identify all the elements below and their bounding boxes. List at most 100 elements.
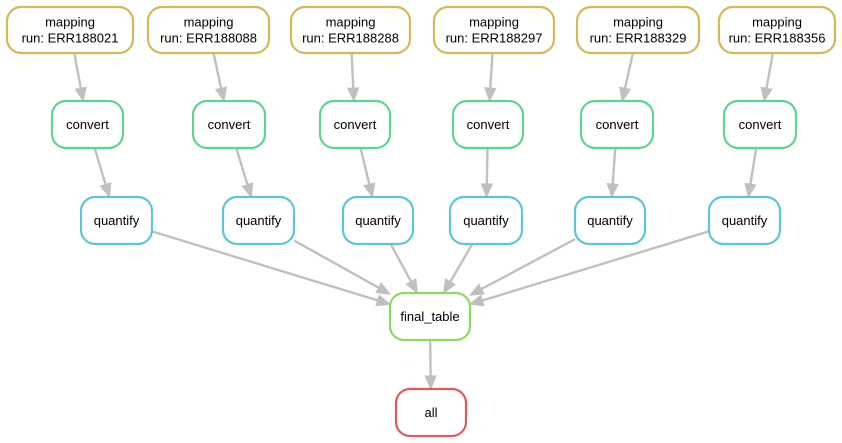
node-label: convert [467,117,510,132]
node-convert[interactable]: convert [50,99,125,150]
arrow-head-icon [606,183,619,199]
node-box [50,99,125,150]
node-quantify[interactable]: quantify [221,195,296,246]
arrow-head-icon [347,87,360,103]
node-box [394,387,468,438]
node-box [79,195,154,246]
node-box [221,195,296,246]
arrow-head-icon [424,375,437,391]
edge-m0-c0 [73,52,87,103]
node-box [448,195,524,246]
edge-line [489,52,494,89]
node-box [579,99,655,150]
node-label: mapping [184,15,234,30]
edge-line [449,243,474,283]
edge-line [480,238,576,291]
node-all[interactable]: all [394,387,468,438]
node-label: convert [66,117,109,132]
edge-q5-ft [468,230,710,307]
edge-q1-ft [293,239,392,295]
edge-c0-q0 [93,147,112,199]
edge-line [485,147,489,185]
node-quantify[interactable]: quantify [448,195,524,246]
node-label: convert [208,117,251,132]
node-quantify[interactable]: quantify [573,195,647,246]
node-box [289,5,412,55]
edge-line [749,147,758,185]
arrow-head-icon [375,282,392,295]
node-label: convert [334,117,377,132]
edge-m2-c2 [347,52,360,103]
arrow-head-icon [363,182,376,199]
arrow-head-icon [214,86,228,103]
edge-q2-ft [389,243,418,295]
node-run-label: run: ERR188288 [302,31,399,46]
node-run-label: run: ERR188021 [22,31,119,46]
node-label: mapping [469,15,519,30]
node-box [388,291,472,342]
arrow-head-icon [744,182,757,199]
node-run-label: run: ERR188297 [446,31,543,46]
edge-c2-q2 [359,147,376,199]
node-quantify[interactable]: quantify [707,195,782,246]
arrow-head-icon [405,278,418,295]
node-box [722,99,798,150]
node-box [707,195,782,246]
arrow-head-icon [760,86,773,103]
node-label: quantify [722,213,768,228]
node-label: quantify [463,213,509,228]
arrow-head-icon [468,294,485,307]
edge-line [623,52,635,89]
edge-line [293,239,380,289]
node-label: final_table [400,309,459,324]
node-label: mapping [752,15,802,30]
node-label: convert [596,117,639,132]
arrow-head-icon [375,294,392,307]
node-label: mapping [45,15,95,30]
edge-line [359,147,371,185]
edge-line [611,147,617,185]
node-run-label: run: ERR188329 [590,31,687,46]
node-label: quantify [587,213,633,228]
node-box [432,5,556,55]
node-quantify[interactable]: quantify [341,195,415,246]
node-convert[interactable]: convert [451,99,525,150]
edge-line [93,147,107,185]
node-box [573,195,647,246]
edge-line [765,52,775,89]
edge-m4-c4 [619,52,635,103]
node-label: quantify [236,213,282,228]
arrow-head-icon [443,278,456,295]
node-box [5,5,135,55]
edge-c4-q4 [606,147,619,199]
node-convert[interactable]: convert [722,99,798,150]
node-convert[interactable]: convert [579,99,655,150]
node-convert[interactable]: convert [318,99,392,150]
arrow-head-icon [74,86,87,103]
edge-c1-q1 [235,147,254,199]
arrow-head-icon [480,183,494,199]
edge-line [235,147,249,185]
edge-c5-q5 [744,147,758,199]
arrow-head-icon [468,283,485,296]
edge-q3-ft [443,243,474,295]
edge-line [151,230,378,302]
node-run-label: run: ERR188356 [729,31,826,46]
node-final-table[interactable]: final_table [388,291,472,342]
arrow-head-icon [619,86,632,103]
node-convert[interactable]: convert [191,99,267,150]
node-label: quantify [355,213,401,228]
edge-line [73,52,82,89]
node-label: convert [739,117,782,132]
edge-c3-q3 [480,147,494,199]
node-quantify[interactable]: quantify [79,195,154,246]
edge-m3-c3 [484,52,497,103]
node-run-label: run: ERR188088 [160,31,257,46]
